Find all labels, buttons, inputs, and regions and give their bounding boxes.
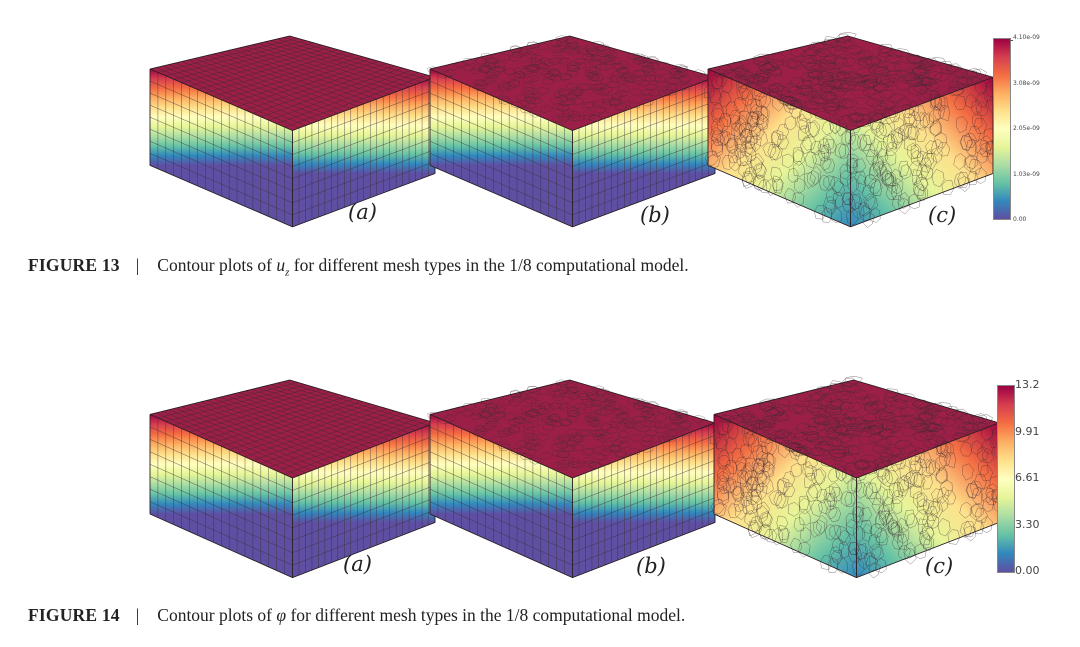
figure-label: FIGURE 13 (28, 255, 120, 275)
panel-label-c: (c) (928, 203, 957, 227)
colorbar-tick: 9.91 (1015, 425, 1040, 438)
panel-label-b: (b) (640, 203, 670, 227)
mesh-lines (149, 37, 436, 225)
mesh-render-prism (427, 35, 716, 228)
colorbar-tick: 6.61 (1015, 471, 1040, 484)
figure-label: FIGURE 14 (28, 605, 120, 625)
mesh-block-b (427, 28, 716, 233)
caption-13: FIGURE 13 | Contour plots of uz for differ… (28, 255, 689, 279)
colorbar-tick: 13.2 (1015, 378, 1040, 391)
panel-label-a: (a) (348, 200, 377, 224)
colorbar-tick: 0.00 (1015, 564, 1040, 577)
figure-14: (a) (b) (c) 13.2 9.91 6.61 3.30 0.00 FIG… (0, 340, 1080, 647)
colorbar-tick: 1.03e-09 (1013, 171, 1040, 178)
mesh-render-poly (704, 32, 999, 228)
caption-text-start: Contour plots of (157, 605, 277, 625)
caption-14: FIGURE 14 | Contour plots of φ for differe… (28, 605, 685, 626)
block-outline (713, 379, 1000, 579)
panel-label-b: (b) (636, 554, 666, 578)
mesh-render-hex (149, 35, 436, 228)
caption-separator: | (135, 605, 140, 625)
colorbar-tick: 0.00 (1013, 216, 1027, 223)
caption-text-end: for different mesh types in the 1/8 comp… (289, 255, 689, 275)
mesh-block-c (704, 28, 999, 233)
colorbar-tick: 2.05e-09 (1013, 125, 1040, 132)
figure-13: (a) (b) (c) 4.10e-09 3.08e-09 2.05e-09 1… (0, 0, 1080, 300)
caption-symbol: φ (276, 605, 287, 625)
mesh-render-prism (427, 379, 716, 579)
mesh-block-a (149, 372, 436, 584)
caption-text-end: for different mesh types in the 1/8 comp… (286, 605, 686, 625)
mesh-block-b (427, 372, 716, 584)
colorbar-gradient (993, 38, 1011, 220)
colorbar-gradient (997, 385, 1015, 573)
mesh-lines (429, 417, 716, 576)
mesh-lines (429, 72, 716, 225)
colorbar-tick: 4.10e-09 (1013, 34, 1040, 41)
mesh-block-c (710, 372, 1005, 584)
colorbar-tick: 3.30 (1015, 518, 1040, 531)
panel-label-a: (a) (343, 552, 372, 576)
block-outline (707, 35, 994, 228)
caption-text-start: Contour plots of (157, 255, 277, 275)
mesh-render-hex (149, 379, 436, 579)
caption-symbol: u (276, 255, 286, 275)
colorbar-tick: 3.08e-09 (1013, 80, 1040, 87)
mesh-render-poly (710, 376, 1005, 579)
caption-separator: | (135, 255, 140, 275)
caption-subscript: z (285, 266, 290, 279)
panel-label-c: (c) (925, 554, 954, 578)
mesh-lines (149, 381, 436, 576)
mesh-block-a (149, 28, 436, 233)
